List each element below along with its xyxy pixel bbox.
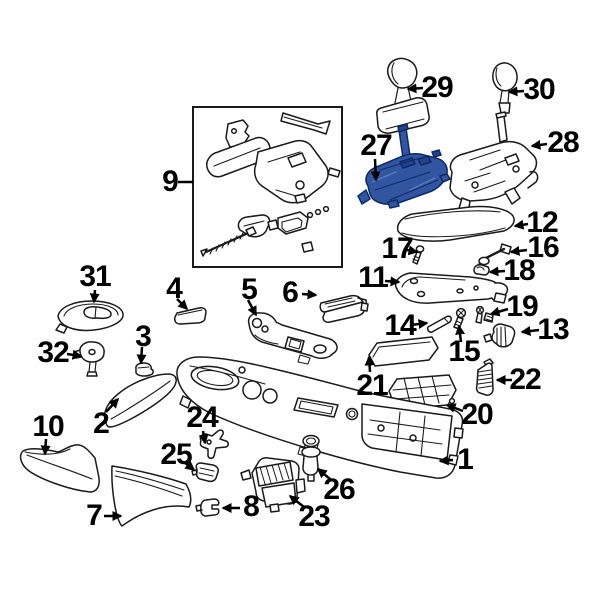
part-art-3-grommet <box>135 362 154 377</box>
part-callout-8[interactable]: 8 <box>243 490 260 523</box>
part-art-4-lid <box>174 307 207 325</box>
part-callout-24[interactable]: 24 <box>186 401 218 434</box>
part-art-17-screw <box>412 245 425 265</box>
part-art-23-electrical-unit <box>240 457 306 513</box>
part-art-28-shifter <box>449 111 539 215</box>
part-callout-14[interactable]: 14 <box>384 309 416 342</box>
part-callout-1[interactable]: 1 <box>457 443 474 476</box>
part-callout-5[interactable]: 5 <box>241 273 258 306</box>
part-art-9-parking-brake <box>200 112 341 257</box>
part-callout-22[interactable]: 22 <box>509 363 541 396</box>
part-callout-31[interactable]: 31 <box>79 260 111 293</box>
part-art-26-lighter <box>301 434 321 482</box>
part-callout-4[interactable]: 4 <box>166 272 183 305</box>
part-callout-6[interactable]: 6 <box>282 276 299 309</box>
part-callout-30[interactable]: 30 <box>523 73 555 106</box>
part-callout-26[interactable]: 26 <box>323 473 355 506</box>
part-art-14-pin <box>427 315 452 333</box>
part-art-10-side-panel <box>19 444 100 493</box>
part-art-6-ashtray <box>319 294 369 323</box>
part-art-8-fork-clip <box>195 498 220 517</box>
part-callout-15[interactable]: 15 <box>448 335 480 368</box>
part-callout-12[interactable]: 12 <box>526 206 558 239</box>
part-callout-11[interactable]: 11 <box>358 261 389 294</box>
part-art-18-clip <box>473 264 490 276</box>
part-callout-21[interactable]: 21 <box>356 369 388 402</box>
part-art-22-ribbed-bracket <box>475 358 494 396</box>
part-art-21-mat <box>368 336 439 367</box>
part-art-11-armrest-base <box>394 272 509 304</box>
part-callout-2[interactable]: 2 <box>93 407 110 440</box>
part-art-32-knob <box>73 341 105 377</box>
part-art-25-clip <box>191 462 219 483</box>
part-art-29-knob-boot <box>376 57 430 134</box>
part-art-7-side-panel <box>111 465 192 527</box>
part-callout-13[interactable]: 13 <box>537 313 569 346</box>
part-callout-16[interactable]: 16 <box>527 231 559 264</box>
part-art-27-shifter-highlighted[interactable] <box>357 123 451 209</box>
part-callout-20[interactable]: 20 <box>461 398 493 431</box>
callout-arrows <box>40 83 548 521</box>
part-art-19-fasteners <box>475 305 494 324</box>
part-callout-29[interactable]: 29 <box>421 71 453 104</box>
part-art-30-knob <box>492 62 518 114</box>
part-callout-28[interactable]: 28 <box>547 126 579 159</box>
part-art-31-cover <box>55 300 124 334</box>
part-art-2-trim-blade <box>103 373 177 428</box>
part-callout-3[interactable]: 3 <box>135 320 152 353</box>
part-callout-27[interactable]: 27 <box>360 129 392 162</box>
part-callout-10[interactable]: 10 <box>32 410 64 443</box>
part-callout-7[interactable]: 7 <box>86 499 103 532</box>
part-callout-19[interactable]: 19 <box>506 290 538 323</box>
part-art-5-cupholder <box>247 312 338 365</box>
part-callout-25[interactable]: 25 <box>160 438 192 471</box>
part-callout-23[interactable]: 23 <box>298 500 330 533</box>
part-callout-17[interactable]: 17 <box>381 232 413 265</box>
part-callout-32[interactable]: 32 <box>37 336 69 369</box>
part-callout-18[interactable]: 18 <box>503 254 535 287</box>
part-callout-9[interactable]: 9 <box>162 165 179 198</box>
part-art-12-armrest-lid <box>396 205 515 242</box>
part-art-13-bracket <box>483 323 516 348</box>
part-art-1-console <box>176 356 464 479</box>
